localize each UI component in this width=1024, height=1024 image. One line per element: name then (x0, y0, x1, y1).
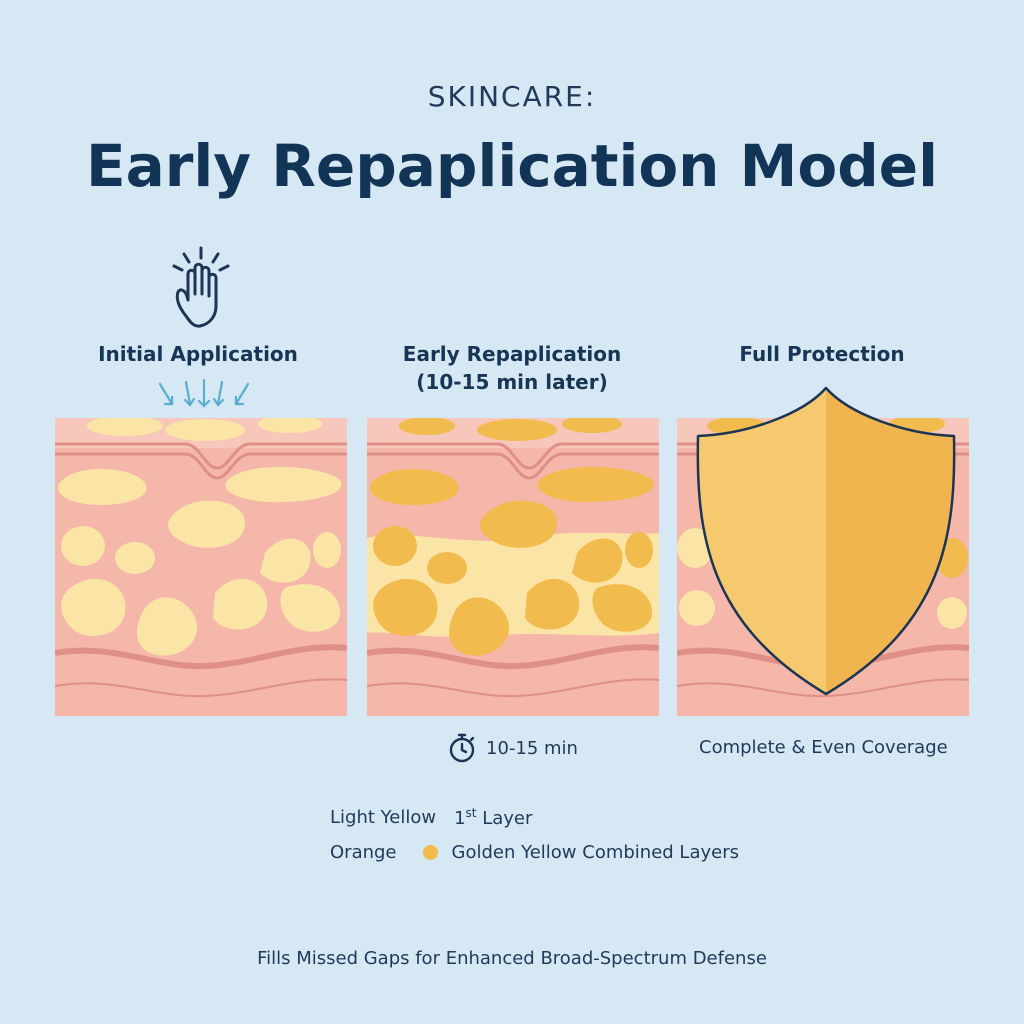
panel-title-full: Full Protection (739, 342, 905, 366)
legend-value-1: 1st Layer (454, 806, 533, 829)
legend-row-1: Light Yellow 1st Layer (330, 806, 532, 829)
legend-label-1: Light Yellow (330, 807, 437, 828)
legend-value-2: Golden Yellow Combined Layers (451, 842, 739, 863)
golden-dot-icon (422, 845, 438, 860)
arrows-down-icon (158, 378, 250, 408)
panel-subtitle-early: (10-15 min later) (416, 370, 608, 394)
kicker: SKINCARE: (427, 80, 597, 113)
legend-label-2: Orange (330, 842, 397, 863)
caption-full-text: Complete & Even Coverage (699, 737, 948, 758)
footer-text: Fills Missed Gaps for Enhanced Broad-Spe… (257, 948, 767, 969)
skin-panel-early (367, 418, 659, 716)
panel-title-early: Early Repaplication (10-15 min later) (362, 340, 662, 396)
legend-row-2: Orange Golden Yellow Combined Layers (330, 842, 739, 863)
panel-title-initial: Initial Application (98, 342, 298, 366)
hand-tap-icon (172, 246, 230, 328)
stopwatch-icon (449, 733, 475, 763)
caption-early-text: 10-15 min (486, 737, 578, 759)
page-title: Early Repaplication Model (86, 132, 938, 200)
caption-full: Complete & Even Coverage (699, 732, 948, 764)
shield-icon (696, 386, 956, 696)
skin-panel-initial (55, 418, 347, 716)
caption-early: 10-15 min (446, 732, 578, 764)
